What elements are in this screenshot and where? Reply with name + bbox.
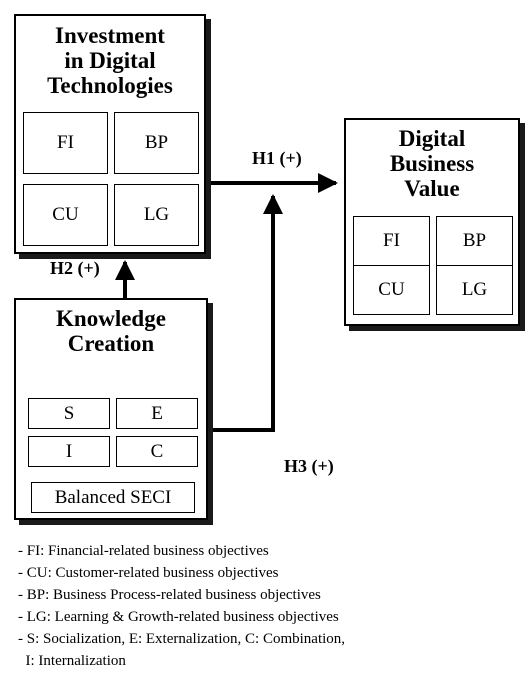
investment-cell-bp: BP xyxy=(114,112,199,174)
value-title-line: Business xyxy=(389,151,475,176)
knowledge-cell-s: S xyxy=(28,398,110,429)
legend-item: - S: Socialization, E: Externalization, … xyxy=(18,631,346,647)
investment-title-line: in Digital xyxy=(64,48,156,73)
knowledge-title-line: Knowledge xyxy=(56,306,166,331)
value-cell-bp: BP xyxy=(436,216,513,266)
legend-item: I: Internalization xyxy=(18,653,126,669)
balanced-seci-cell: Balanced SECI xyxy=(31,482,195,513)
investment-box: Investment in Digital Technologies FI BP… xyxy=(14,14,206,254)
h2-label: H2 (+) xyxy=(50,258,100,278)
investment-cell-lg: LG xyxy=(114,184,199,246)
value-box: Digital Business Value FI BP CU LG xyxy=(344,118,520,326)
legend-item: - BP: Business Process-related business … xyxy=(18,587,321,603)
investment-title: Investment in Digital Technologies xyxy=(16,23,204,98)
value-cell-fi: FI xyxy=(353,216,430,266)
investment-title-line: Investment xyxy=(55,23,165,48)
h3-label: H3 (+) xyxy=(284,456,334,476)
knowledge-box: Knowledge Creation S E I C Balanced SECI xyxy=(14,298,208,520)
investment-cell-fi: FI xyxy=(23,112,108,174)
legend-item: - LG: Learning & Growth-related business… xyxy=(18,609,339,625)
value-cell-cu: CU xyxy=(353,265,430,315)
knowledge-cell-i: I xyxy=(28,436,110,467)
legend-item: - FI: Financial-related business objecti… xyxy=(18,543,269,559)
value-title: Digital Business Value xyxy=(346,126,518,201)
investment-title-line: Technologies xyxy=(47,73,173,98)
legend-item: - CU: Customer-related business objectiv… xyxy=(18,565,279,581)
investment-cell-cu: CU xyxy=(23,184,108,246)
knowledge-title-line: Creation xyxy=(67,331,155,356)
h1-label: H1 (+) xyxy=(252,148,302,168)
value-title-line: Digital xyxy=(398,126,466,151)
edge-knowledge-to-h1-link xyxy=(206,194,283,432)
value-title-line: Value xyxy=(404,176,460,201)
knowledge-cell-e: E xyxy=(116,398,198,429)
knowledge-cell-c: C xyxy=(116,436,198,467)
value-cell-lg: LG xyxy=(436,265,513,315)
legend: - FI: Financial-related business objecti… xyxy=(18,540,345,672)
knowledge-title: Knowledge Creation xyxy=(16,306,206,356)
